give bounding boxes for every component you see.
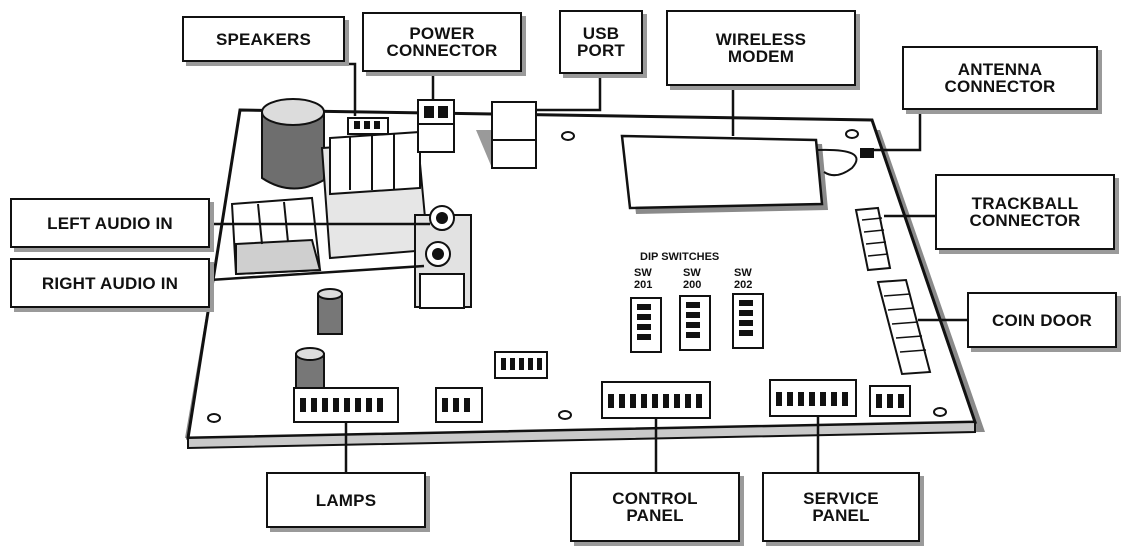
wireless-modem-label: WIRELESS MODEM <box>666 10 856 86</box>
large-capacitor <box>262 99 324 189</box>
speakers-label: SPEAKERS <box>182 16 345 62</box>
mid-header <box>495 352 547 378</box>
usb-port-label: USB PORT <box>559 10 643 74</box>
dip-switches-silkscreen: DIP SWITCHES <box>640 251 719 263</box>
amp-block <box>322 132 428 258</box>
audio-jack-block <box>232 198 320 274</box>
lamps-connector-part <box>294 388 398 422</box>
coin-door-label: COIN DOOR <box>967 292 1117 348</box>
lamps-label: LAMPS <box>266 472 426 528</box>
power-connector-label: POWER CONNECTOR <box>362 12 522 72</box>
power-connector-part <box>418 100 454 152</box>
speaker-header <box>348 118 388 134</box>
antenna-connector-label: ANTENNA CONNECTOR <box>902 46 1098 110</box>
service-panel-label: SERVICE PANEL <box>762 472 920 542</box>
wireless-modem-part <box>622 136 857 214</box>
control-panel-label: CONTROL PANEL <box>570 472 740 542</box>
trackball-connector-label: TRACKBALL CONNECTOR <box>935 174 1115 250</box>
right-small-connector <box>870 386 910 416</box>
aux-connector <box>436 388 482 422</box>
rca-jacks <box>415 206 471 308</box>
control-panel-connector-part <box>602 382 710 418</box>
left-audio-in-label: LEFT AUDIO IN <box>10 198 210 248</box>
antenna-connector-part <box>860 148 874 158</box>
right-audio-in-label: RIGHT AUDIO IN <box>10 258 210 308</box>
service-panel-connector-part <box>770 380 856 416</box>
